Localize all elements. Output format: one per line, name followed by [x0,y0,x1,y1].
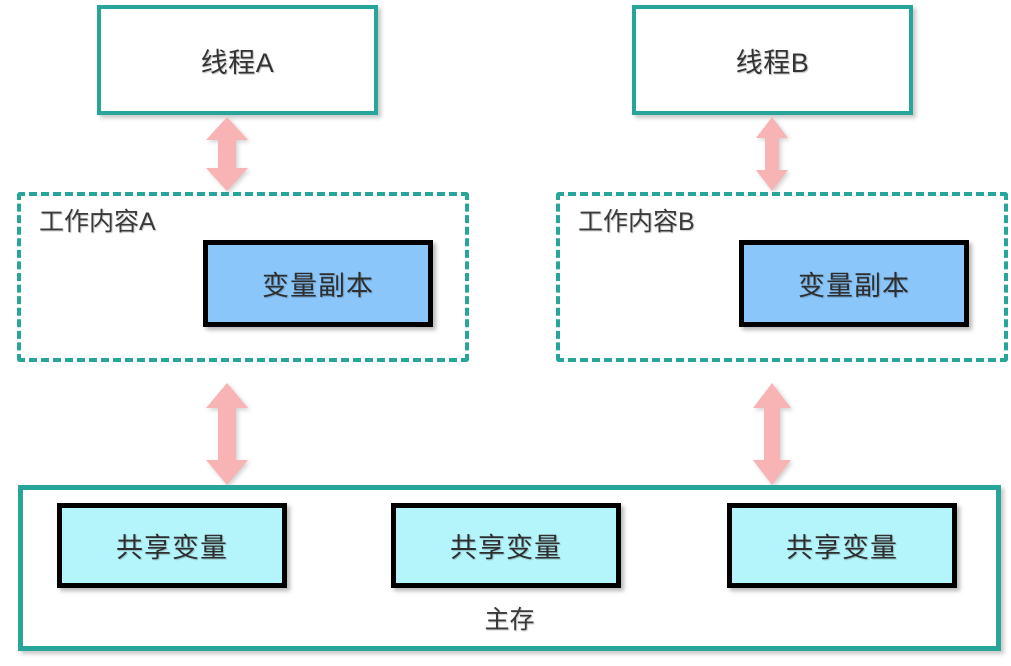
shared-variable-box-3[interactable]: 共享变量 [727,503,957,588]
shared-variable-box-1[interactable]: 共享变量 [57,503,287,588]
working-memory-a-box[interactable]: 工作内容A [17,192,469,362]
shared-variable-label-1: 共享变量 [116,533,228,563]
shared-variable-label-2: 共享变量 [450,533,562,563]
arrow-work-a-to-main [206,383,248,485]
main-memory-label: 主存 [484,606,535,634]
working-memory-b-label: 工作内容B [578,208,695,236]
thread-a-label: 线程A [200,47,275,78]
working-memory-a-label: 工作内容A [39,208,156,236]
variable-copy-a-label: 变量副本 [262,271,374,301]
arrow-thread-a-to-work-a [206,117,248,191]
shared-variable-label-3: 共享变量 [786,533,898,563]
shared-variable-box-2[interactable]: 共享变量 [391,503,621,588]
arrow-thread-b-to-work-b [756,117,788,191]
working-memory-b-box[interactable]: 工作内容B [556,192,1008,362]
variable-copy-a-box[interactable]: 变量副本 [203,240,433,327]
variable-copy-b-label: 变量副本 [798,271,910,301]
thread-a-box[interactable]: 线程A [97,5,378,115]
variable-copy-b-box[interactable]: 变量副本 [739,240,969,327]
thread-b-box[interactable]: 线程B [632,5,913,115]
thread-b-label: 线程B [735,47,810,78]
arrow-work-b-to-main [753,383,791,485]
